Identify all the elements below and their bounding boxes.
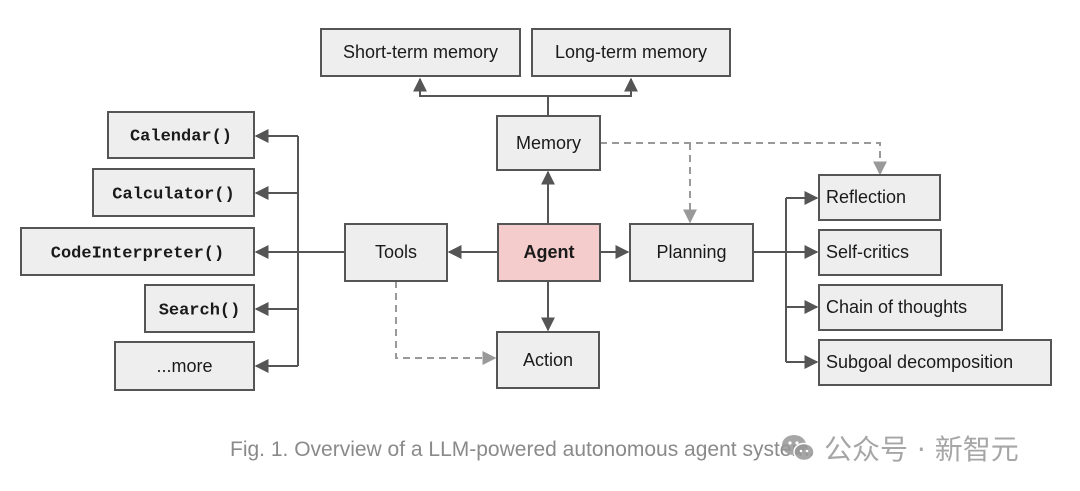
node-long-term-memory: Long-term memory: [531, 28, 731, 77]
node-search: Search(): [144, 284, 255, 333]
node-label-planning: Planning: [656, 242, 726, 262]
figure-caption: Fig. 1. Overview of a LLM-powered autono…: [230, 438, 815, 461]
edge-planning-bus: [753, 198, 787, 362]
node-label-tools: Tools: [375, 242, 417, 262]
node-label-memory: Memory: [516, 133, 581, 153]
node-label-short-term-memory: Short-term memory: [343, 42, 498, 62]
watermark: 公众号 · 新智元: [780, 428, 1019, 468]
edge-memory-reflection-dashed: [600, 142, 887, 176]
node-subgoal-decomposition: Subgoal decomposition: [818, 339, 1052, 386]
solid-edges: [254, 77, 819, 373]
node-label-code-interpreter: CodeInterpreter(): [51, 244, 224, 263]
node-label-agent: Agent: [524, 242, 575, 262]
node-reflection: Reflection: [818, 174, 941, 221]
watermark-text: 公众号 · 新智元: [824, 433, 1019, 466]
node-chain-of-thoughts: Chain of thoughts: [818, 284, 1003, 331]
node-label-long-term-memory: Long-term memory: [555, 42, 707, 62]
node-calculator: Calculator(): [92, 168, 255, 217]
node-label-reflection: Reflection: [826, 187, 906, 207]
edge-tools-action-dashed: [395, 281, 497, 365]
node-code-interpreter: CodeInterpreter(): [20, 227, 255, 276]
node-more: ...more: [114, 341, 255, 391]
edge-memory-short-term: [413, 77, 548, 97]
node-label-action: Action: [523, 350, 573, 370]
node-tools: Tools: [344, 223, 448, 282]
node-action: Action: [496, 331, 600, 389]
node-label-search: Search(): [159, 301, 241, 320]
node-label-self-critics: Self-critics: [826, 242, 909, 262]
node-label-chain-of-thoughts: Chain of thoughts: [826, 297, 967, 317]
node-self-critics: Self-critics: [818, 229, 942, 276]
edge-memory-long-term: [548, 77, 638, 97]
node-planning: Planning: [629, 223, 754, 282]
wechat-icon: [782, 435, 815, 462]
node-calendar: Calendar(): [107, 111, 255, 159]
node-label-more: ...more: [156, 356, 212, 376]
nodes: Short-term memory Long-term memory Memor…: [20, 28, 1052, 391]
node-label-calendar: Calendar(): [130, 127, 232, 146]
node-agent: Agent: [497, 223, 601, 282]
dashed-edges: [395, 142, 887, 365]
node-memory: Memory: [496, 115, 601, 171]
node-label-calculator: Calculator(): [112, 185, 234, 204]
node-short-term-memory: Short-term memory: [320, 28, 521, 77]
edge-tools-bus: [297, 136, 345, 366]
node-label-subgoal-decomposition: Subgoal decomposition: [826, 352, 1013, 372]
